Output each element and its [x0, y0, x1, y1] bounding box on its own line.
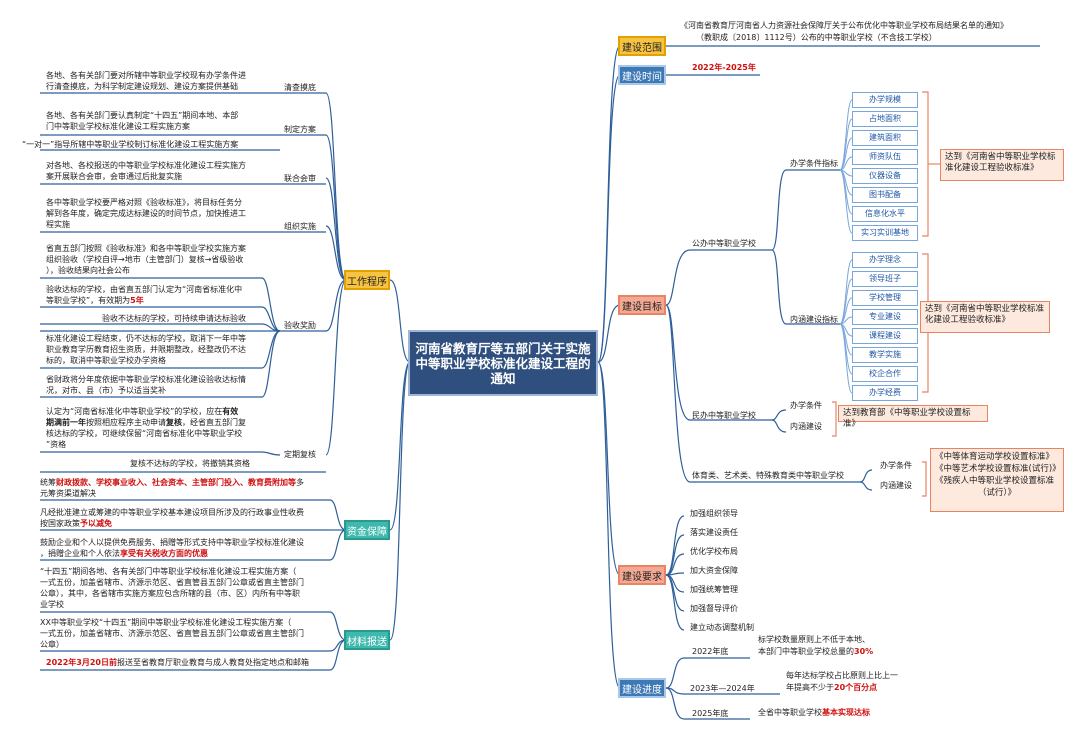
goal-special: 体育类、艺术类、特殊教育类中等职业学校	[692, 471, 844, 480]
cond-item: 仪器设备	[852, 168, 918, 184]
node-materials: 材料报送	[344, 630, 390, 650]
fund-text-2: 凡经批准建立或筹建的中等职业学校基本建设项目所涉及的行政事业性收费 按国家政策予…	[40, 508, 304, 528]
work-org: 组织实施	[284, 222, 316, 231]
special-note: 《中等体育运动学校设置标准》 《中等艺术学校设置标准(试行)》 《残疾人中等职业…	[930, 448, 1064, 512]
special-note-1: 《中等体育运动学校设置标准》	[935, 452, 1055, 462]
scope-text-1: 《河南省教育厅河南省人力资源社会保障厅关于公布优化中等职业学校布局结果名单的通知…	[680, 21, 1008, 30]
accept-text-4: 标准化建设工程结束，仍不达标的学校，取消下一年中等职业教育学历教育招生资质，并限…	[46, 334, 246, 365]
progress-y2-b: 年提高不少于20个百分点	[786, 682, 877, 694]
progress-y2-b-text: 年提高不少于	[786, 683, 834, 692]
special-cond: 办学条件	[880, 461, 912, 470]
private-cond: 办学条件	[790, 401, 822, 410]
goal-private: 民办中等职业学校	[692, 411, 756, 420]
special-note-3: 《残疾人中等职业学校设置标准	[935, 476, 1055, 486]
work-joint: 联合会审	[284, 174, 316, 183]
progress-y1-c: 30%	[854, 647, 874, 656]
inner-note: 达到《河南省中等职业学校标准化建设工程验收标准》	[920, 301, 1050, 333]
progress-y3-a-text: 全省中等职业学校	[758, 708, 822, 717]
scope-text-2: （教职成〔2018〕1112号）公布的中等职业学校（不含技工学校）	[696, 33, 937, 42]
review-text-2: 复核不达标的学校，将撤销其资格	[130, 459, 250, 468]
progress-y1-b-text: 本部门中等职业学校总量的	[758, 647, 854, 656]
requirement-item: 建立动态调整机制	[690, 623, 754, 632]
progress-y3-b: 基本实现达标	[822, 708, 870, 717]
node-work-procedure: 工作程序	[344, 270, 390, 290]
work-accept: 验收奖励	[284, 321, 316, 330]
node-scope: 建设范围	[618, 36, 666, 56]
progress-y1-a: 标学校数量原则上不低于本地、	[758, 635, 870, 644]
progress-y1: 2022年底	[692, 647, 729, 656]
requirement-item: 加强组织领导	[690, 509, 738, 518]
requirement-item: 加大资金保障	[690, 566, 738, 575]
node-requirements: 建设要求	[618, 565, 666, 585]
special-inner: 内涵建设	[880, 481, 912, 490]
private-inner: 内涵建设	[790, 422, 822, 431]
time-value: 2022年-2025年	[692, 63, 756, 72]
plan-text-2: “一对一”指导所辖中等职业学校制订标准化建设工程实施方案	[22, 140, 239, 149]
cond-item: 实习实训基地	[852, 225, 918, 241]
mat-text-2: XX中等职业学校“十四五”期间中等职业学校标准化建设工程实施方案（一式五份，加盖…	[40, 618, 304, 649]
inner-item: 办学理念	[852, 252, 918, 268]
progress-y3-a: 全省中等职业学校基本实现达标	[758, 707, 870, 719]
goal-public: 公办中等职业学校	[692, 239, 756, 248]
requirement-item: 落实建设责任	[690, 528, 738, 537]
inner-item: 课程建设	[852, 328, 918, 344]
mat-text-3: 2022年3月20日前报送至省教育厅职业教育与成人教育处指定地点和邮箱	[46, 658, 309, 667]
requirement-item: 加强督导评价	[690, 604, 738, 613]
requirement-item: 加强统筹管理	[690, 585, 738, 594]
fund-text-3: 鼓励企业和个人以提供免费服务、捐赠等形式支持中等职业学校标准化建设 ，捐赠企业和…	[40, 538, 304, 558]
cond-item: 师资队伍	[852, 149, 918, 165]
check-text: 各地、各有关部门要对所辖中等职业学校现有办学条件进行清查摸底，为科学制定建设规划…	[46, 71, 246, 91]
fund-text-1: 统筹财政拨款、学校事业收入、社会资本、主管部门投入、教育费附加等多 元筹资渠道解…	[40, 478, 304, 498]
node-time: 建设时间	[618, 65, 666, 85]
node-fund: 资金保障	[344, 520, 390, 540]
cond-note: 达到《河南省中等职业学校标准化建设工程验收标准》	[940, 149, 1064, 181]
cond-item: 建筑面积	[852, 130, 918, 146]
cond-item: 图书配备	[852, 187, 918, 203]
central-topic: 河南省教育厅等五部门关于实施中等职业学校标准化建设工程的通知	[408, 330, 598, 396]
cond-item: 办学规模	[852, 92, 918, 108]
mat-text-1: “十四五”期间各地、各有关部门中等职业学校标准化建设工程实施方案（一式五份，加盖…	[40, 567, 304, 609]
goal-inner: 内涵建设指标	[790, 315, 838, 324]
goal-cond: 办学条件指标	[790, 159, 838, 168]
private-note: 达到教育部《中等职业学校设置标准》	[838, 405, 988, 429]
special-note-2: 《中等艺术学校设置标准(试行)》	[935, 464, 1061, 474]
plan-text: 各地、各有关部门要认真制定“十四五”期间本地、本部门中等职业学校标准化建设工程实…	[46, 111, 239, 131]
inner-item: 领导班子	[852, 271, 918, 287]
node-goal: 建设目标	[618, 295, 666, 315]
inner-item: 学校管理	[852, 290, 918, 306]
special-note-4: （试行）》	[977, 488, 1017, 498]
work-review: 定期复核	[284, 450, 316, 459]
accept-text-1: 省直五部门按照《验收标准》和各中等职业学校实施方案组织验收（学校自评→地市（主管…	[46, 244, 246, 275]
progress-y1-b: 本部门中等职业学校总量的30%	[758, 646, 873, 658]
inner-item: 校企合作	[852, 366, 918, 382]
requirement-item: 优化学校布局	[690, 547, 738, 556]
inner-item: 专业建设	[852, 309, 918, 325]
progress-y2-c: 20个百分点	[834, 683, 878, 692]
progress-y3: 2025年底	[692, 709, 729, 718]
accept-text-3: 验收不达标的学校，可持续申请达标验收	[102, 314, 246, 323]
cond-item: 信息化水平	[852, 206, 918, 222]
progress-y2-a: 每年达标学校占比原则上比上一	[786, 671, 898, 680]
inner-item: 办学经费	[852, 385, 918, 401]
accept-text-5: 省财政将分年度依据中等职业学校标准化建设验收达标情况，对市、县（市）予以适当奖补	[46, 375, 246, 395]
review-text-1: 认定为“河南省标准化中等职业学校”的学校，应在有效 期满前一年按照相应程序主动申…	[46, 407, 246, 449]
cond-item: 占地面积	[852, 111, 918, 127]
work-check: 清查摸底	[284, 83, 316, 92]
inner-item: 教学实施	[852, 347, 918, 363]
org-text: 各中等职业学校要严格对照《验收标准》，将目标任务分解到各年度，确定完成达标建设的…	[46, 198, 246, 229]
accept-text-2: 验收达标的学校，由省直五部门认定为“河南省标准化中等职业学校”，有效期为5年	[46, 285, 243, 305]
joint-text: 对各地、各校报送的中等职业学校标准化建设工程实施方案开展联合会审，会审通过后批复…	[46, 161, 246, 181]
node-progress: 建设进度	[618, 678, 666, 698]
work-plan: 制定方案	[284, 125, 316, 134]
progress-y2: 2023年—2024年	[690, 684, 755, 693]
